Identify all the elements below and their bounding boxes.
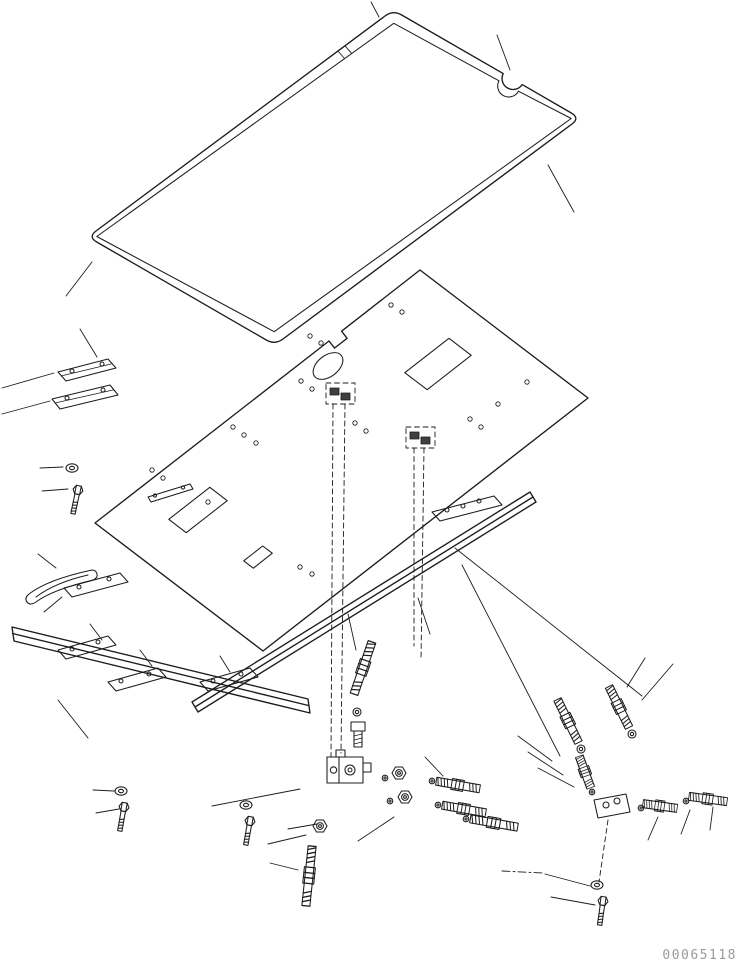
- hex-plug: [312, 819, 328, 833]
- o-ring: [352, 707, 362, 717]
- hinge-block: [340, 392, 351, 401]
- extension-fitting: [603, 683, 635, 731]
- floor-plate: [94, 269, 589, 652]
- elbow-port: [613, 797, 621, 805]
- rail-plate-1: [57, 635, 117, 660]
- plate-oval-hole: [312, 352, 344, 380]
- front-rail: [11, 626, 311, 714]
- o-ring-small: [682, 797, 690, 805]
- hydraulic-fittings-right: [552, 683, 729, 819]
- mount-brackets: [51, 358, 119, 410]
- hex-plug: [391, 766, 407, 780]
- manifold-block: [326, 749, 372, 784]
- stem-fitting: [299, 844, 319, 908]
- bolt: [594, 895, 610, 927]
- connector-stem: [353, 730, 363, 748]
- hinge-component-1: [325, 382, 356, 405]
- connector-threads: [353, 733, 363, 745]
- connector-hex: [350, 721, 366, 732]
- side-rail-bar: [191, 491, 537, 713]
- manifold-port: [329, 766, 338, 774]
- o-ring-small: [588, 788, 596, 796]
- alignment-dashed-lines: [330, 403, 609, 883]
- hose-nipple: [641, 797, 679, 815]
- o-ring: [576, 744, 586, 754]
- figure-number: 00065118: [662, 948, 737, 963]
- plate-holes: [149, 302, 530, 577]
- mat-inner-outline: [96, 22, 572, 333]
- extension-fitting: [552, 696, 584, 746]
- o-ring-small: [462, 815, 470, 823]
- o-ring-small: [381, 774, 389, 782]
- manifold-port: [344, 764, 356, 776]
- plate-cutout-small: [243, 545, 273, 569]
- manifold-side-stub: [362, 762, 372, 773]
- left-frame-parts: [25, 569, 129, 605]
- washer: [590, 880, 604, 890]
- floor-mat-panel: [91, 12, 577, 343]
- rail-plate-3: [199, 667, 259, 692]
- elbow-port: [602, 801, 610, 809]
- reference-box: [325, 382, 356, 405]
- hinge-component-2: [405, 426, 436, 449]
- hydraulic-fittings-center: [299, 639, 520, 908]
- plate-cutout-lower-left: [168, 486, 228, 534]
- plate-strip-bracket: [147, 483, 194, 503]
- hose-nipple: [440, 799, 488, 819]
- manifold-top-port: [335, 749, 346, 758]
- washers-and-bolts: [65, 463, 610, 927]
- plate-outline: [94, 269, 589, 652]
- hex-plug: [397, 790, 413, 804]
- manifold-port: [347, 767, 353, 773]
- washer: [114, 786, 128, 796]
- mat-seam-ticks: [337, 45, 352, 59]
- extension-fitting: [348, 639, 378, 697]
- rail-plate-4: [431, 495, 503, 522]
- mount-plate-left: [63, 572, 129, 598]
- rail-plate-2: [107, 667, 167, 692]
- bolt: [114, 801, 131, 833]
- bracket-edge-line: [54, 389, 114, 404]
- o-ring-small: [386, 797, 394, 805]
- hinge-block: [420, 436, 431, 445]
- hose-nipple: [434, 775, 482, 795]
- washer: [239, 800, 253, 810]
- reference-box: [405, 426, 436, 449]
- connector-fitting: [573, 753, 597, 791]
- o-ring-small: [428, 777, 436, 785]
- mat-outer-outline: [91, 12, 577, 343]
- alignment-dashdot-line: [501, 870, 544, 874]
- o-ring-small: [434, 801, 442, 809]
- bolt: [67, 484, 85, 516]
- hinge-block: [409, 431, 420, 440]
- connector-fitting: [350, 721, 366, 748]
- front-rail-bar: [11, 626, 311, 714]
- bolt: [240, 815, 257, 847]
- bracket-edge-line: [60, 363, 112, 377]
- plate-cutout-top-right: [404, 337, 472, 391]
- elbow-body: [593, 793, 631, 819]
- hose-nipple: [468, 812, 520, 834]
- washer: [65, 463, 79, 473]
- side-rail: [191, 491, 537, 713]
- leader-lines: [1, 1, 714, 906]
- elbow-block: [593, 793, 631, 819]
- hose-nipple: [687, 790, 729, 808]
- curved-end-bracket: [25, 569, 98, 605]
- mount-bracket-2: [51, 384, 119, 410]
- o-ring: [627, 729, 637, 739]
- hinge-block: [329, 387, 340, 396]
